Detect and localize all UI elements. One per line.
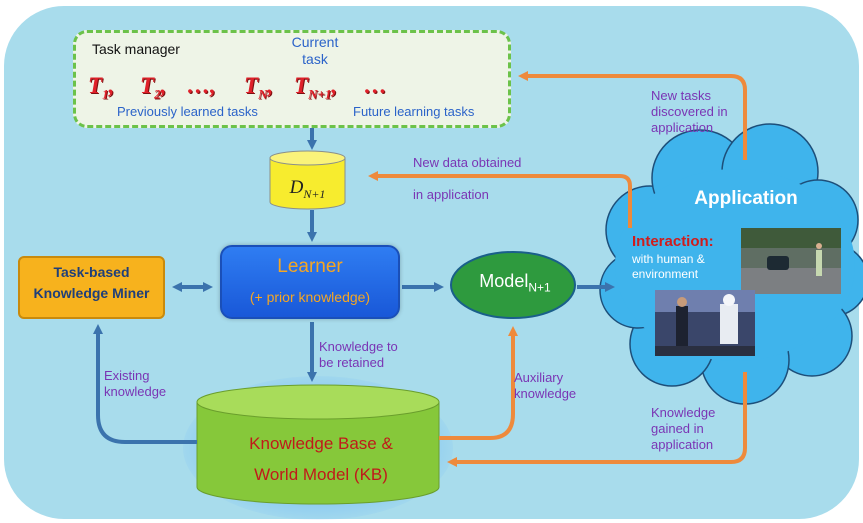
knowledge-retained-line: be retained	[319, 355, 385, 370]
new-data-label-line1: New data obtained	[413, 155, 522, 170]
future-learning-label: Future learning tasks	[353, 104, 475, 119]
new-tasks-line: discovered in	[651, 104, 728, 119]
interaction-detail-line: with human &	[632, 252, 705, 266]
auxiliary-knowledge-label: Auxiliary knowledge	[514, 370, 576, 402]
photo-road-scene	[741, 228, 841, 294]
arrow-knowledge-gained	[447, 372, 747, 467]
knowledge-miner-box	[18, 256, 165, 319]
interaction-detail: with human & environment	[632, 252, 705, 282]
new-data-label-line2: in application	[413, 187, 489, 202]
kb-line2: World Model (KB)	[254, 465, 388, 484]
knowledge-miner-line1: Task-based	[53, 264, 130, 280]
previously-learned-label: Previously learned tasks	[117, 104, 258, 119]
knowledge-retained-line: Knowledge to	[319, 339, 398, 354]
existing-knowledge-line: knowledge	[104, 384, 167, 399]
data-cylinder	[269, 150, 346, 210]
arrow-auxiliary-knowledge	[439, 326, 518, 440]
current-task-line2: task	[302, 51, 328, 67]
arrow-new-tasks	[518, 71, 747, 160]
learner-subtitle: (+ prior knowledge)	[249, 289, 371, 305]
knowledge-gained-line: application	[651, 437, 714, 452]
task-item: T2,	[140, 73, 167, 102]
learner-box	[220, 245, 400, 319]
interaction-label: Interaction:	[632, 233, 714, 250]
photo-robot-scene	[655, 290, 755, 356]
arrow-new-data	[368, 171, 632, 228]
new-tasks-line: application	[651, 120, 714, 135]
learner-title: Learner	[277, 256, 343, 277]
model-label: ModelN+1	[479, 271, 551, 295]
task-item: TN,	[244, 73, 274, 102]
task-item: T1,	[88, 73, 115, 102]
new-tasks-label: New tasks discovered in application	[651, 88, 728, 136]
existing-knowledge-line: Existing	[104, 368, 150, 383]
application-title: Application	[694, 188, 798, 209]
arrow-kb-to-miner	[93, 324, 197, 444]
model-ellipse	[450, 251, 576, 319]
task-manager-title: Task manager	[92, 41, 180, 57]
knowledge-retained-label: Knowledge to be retained	[319, 339, 398, 371]
new-tasks-line: New tasks	[651, 88, 711, 103]
existing-knowledge-label: Existing knowledge	[104, 368, 166, 400]
task-item: …	[364, 73, 387, 98]
kb-line1: Knowledge Base &	[249, 434, 393, 453]
task-manager-box	[73, 30, 511, 128]
auxiliary-knowledge-line: knowledge	[514, 386, 577, 401]
current-task-line1: Current	[291, 34, 339, 50]
current-task-label: Current task	[280, 34, 350, 68]
auxiliary-knowledge-line: Auxiliary	[514, 370, 564, 385]
task-item-current: TN+1,	[294, 73, 338, 102]
knowledge-gained-line: Knowledge	[651, 405, 716, 420]
kb-cylinder	[196, 384, 440, 505]
knowledge-gained-line: gained in	[651, 421, 704, 436]
knowledge-gained-label: Knowledge gained in application	[651, 405, 715, 453]
knowledge-miner-line2: Knowledge Miner	[33, 285, 150, 301]
background-panel	[4, 6, 859, 519]
interaction-detail-line: environment	[632, 267, 699, 281]
task-item: …,	[187, 73, 216, 98]
data-node-label: DN+1	[289, 177, 326, 201]
